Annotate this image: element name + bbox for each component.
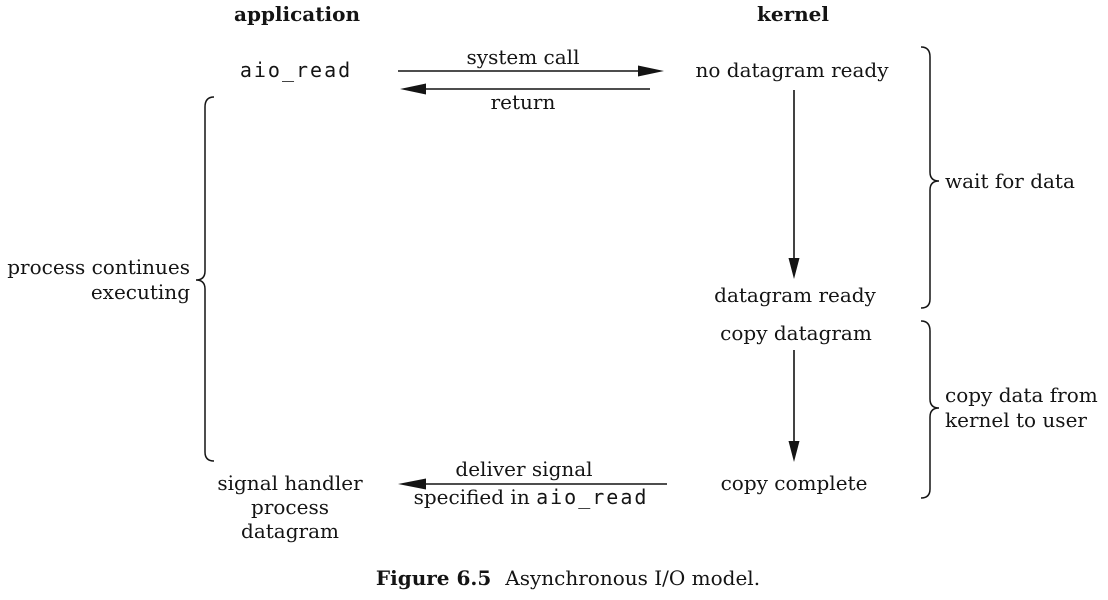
process-continues-label: process continues executing: [7, 255, 190, 305]
wait-for-data-brace: [920, 46, 940, 309]
copy-data-from-kernel-label: copy data from kernel to user: [945, 383, 1098, 433]
signal-handler-line2: process: [251, 495, 329, 519]
copy-data-from-kernel-line2: kernel to user: [945, 408, 1087, 432]
deliver-signal-label: deliver signal: [455, 457, 593, 481]
figure-caption-text: Asynchronous I/O model.: [505, 566, 761, 590]
no-datagram-ready-label: no datagram ready: [695, 58, 889, 82]
aio-read-code: aio_read: [536, 485, 649, 509]
process-continues-line2: executing: [90, 280, 190, 304]
process-continues-line1: process continues: [7, 255, 190, 279]
kernel-column-header: kernel: [757, 2, 829, 26]
application-column-header: application: [234, 2, 360, 26]
figure-caption-number: Figure 6.5: [375, 566, 492, 590]
process-continues-brace: [195, 96, 215, 462]
return-label: return: [490, 90, 556, 114]
copy-data-from-kernel-line1: copy data from: [945, 383, 1098, 407]
figure-caption: Figure 6.5 Asynchronous I/O model.: [376, 566, 760, 590]
copy-complete-label: copy complete: [720, 471, 868, 495]
aio-read-call-label: aio_read: [239, 58, 353, 82]
signal-handler-line3: datagram: [241, 519, 339, 543]
system-call-label: system call: [466, 45, 580, 69]
deliver-signal-arrow: [398, 478, 667, 490]
wait-for-data-arrow: [788, 90, 800, 279]
datagram-ready-label: datagram ready: [714, 283, 876, 307]
copy-data-brace: [920, 320, 940, 499]
specified-in-text: specified in: [413, 485, 530, 509]
specified-in-aio-read-label: specified in aio_read: [414, 485, 649, 509]
wait-for-data-label: wait for data: [945, 169, 1075, 193]
signal-handler-label: signal handler process datagram: [217, 471, 362, 543]
copy-data-arrow: [788, 350, 800, 462]
signal-handler-line1: signal handler: [217, 471, 363, 495]
system-call-arrow: [398, 65, 664, 77]
return-arrow: [400, 83, 650, 95]
copy-datagram-label: copy datagram: [720, 321, 872, 345]
